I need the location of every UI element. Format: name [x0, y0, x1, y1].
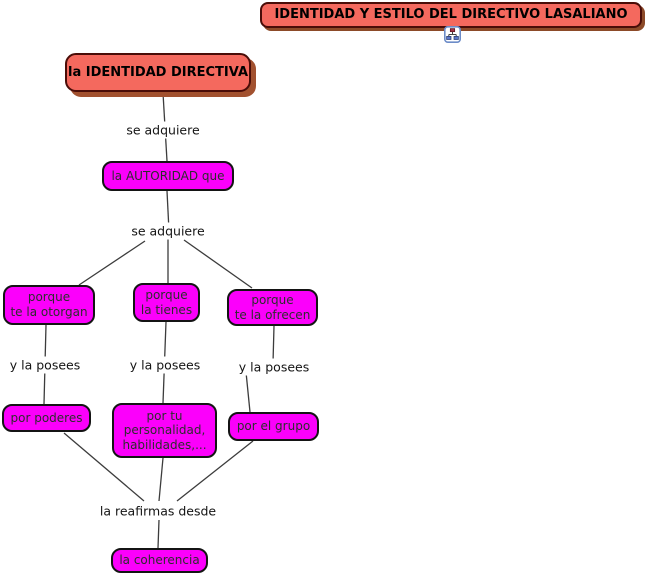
- link-label-se-adquiere-2[interactable]: se adquiere: [128, 222, 208, 240]
- node-autoridad[interactable]: la AUTORIDAD que: [102, 161, 234, 191]
- link-label-posees-right[interactable]: y la posees: [235, 358, 313, 376]
- link-label-posees-mid[interactable]: y la posees: [126, 356, 204, 374]
- node-la-coherencia[interactable]: la coherencia: [111, 548, 208, 573]
- link-label-reafirmas[interactable]: la reafirmas desde: [96, 502, 220, 520]
- node-porque-tienes[interactable]: porque la tienes: [133, 283, 200, 322]
- node-por-el-grupo[interactable]: por el grupo: [228, 412, 319, 441]
- link-label-se-adquiere-1[interactable]: se adquiere: [123, 121, 203, 139]
- node-porque-ofrecen[interactable]: porque te la ofrecen: [227, 289, 318, 326]
- link-label-posees-left[interactable]: y la posees: [6, 356, 84, 374]
- node-identidad-directiva[interactable]: la IDENTIDAD DIRECTIVA: [65, 53, 251, 92]
- node-porque-otorgan[interactable]: porque te la otorgan: [3, 285, 95, 325]
- node-por-tu-personalidad[interactable]: por tu personalidad, habilidades,...: [112, 403, 217, 458]
- linked-map-icon[interactable]: [444, 26, 461, 43]
- map-title: IDENTIDAD Y ESTILO DEL DIRECTIVO LASALIA…: [260, 2, 642, 28]
- node-por-poderes[interactable]: por poderes: [2, 404, 91, 432]
